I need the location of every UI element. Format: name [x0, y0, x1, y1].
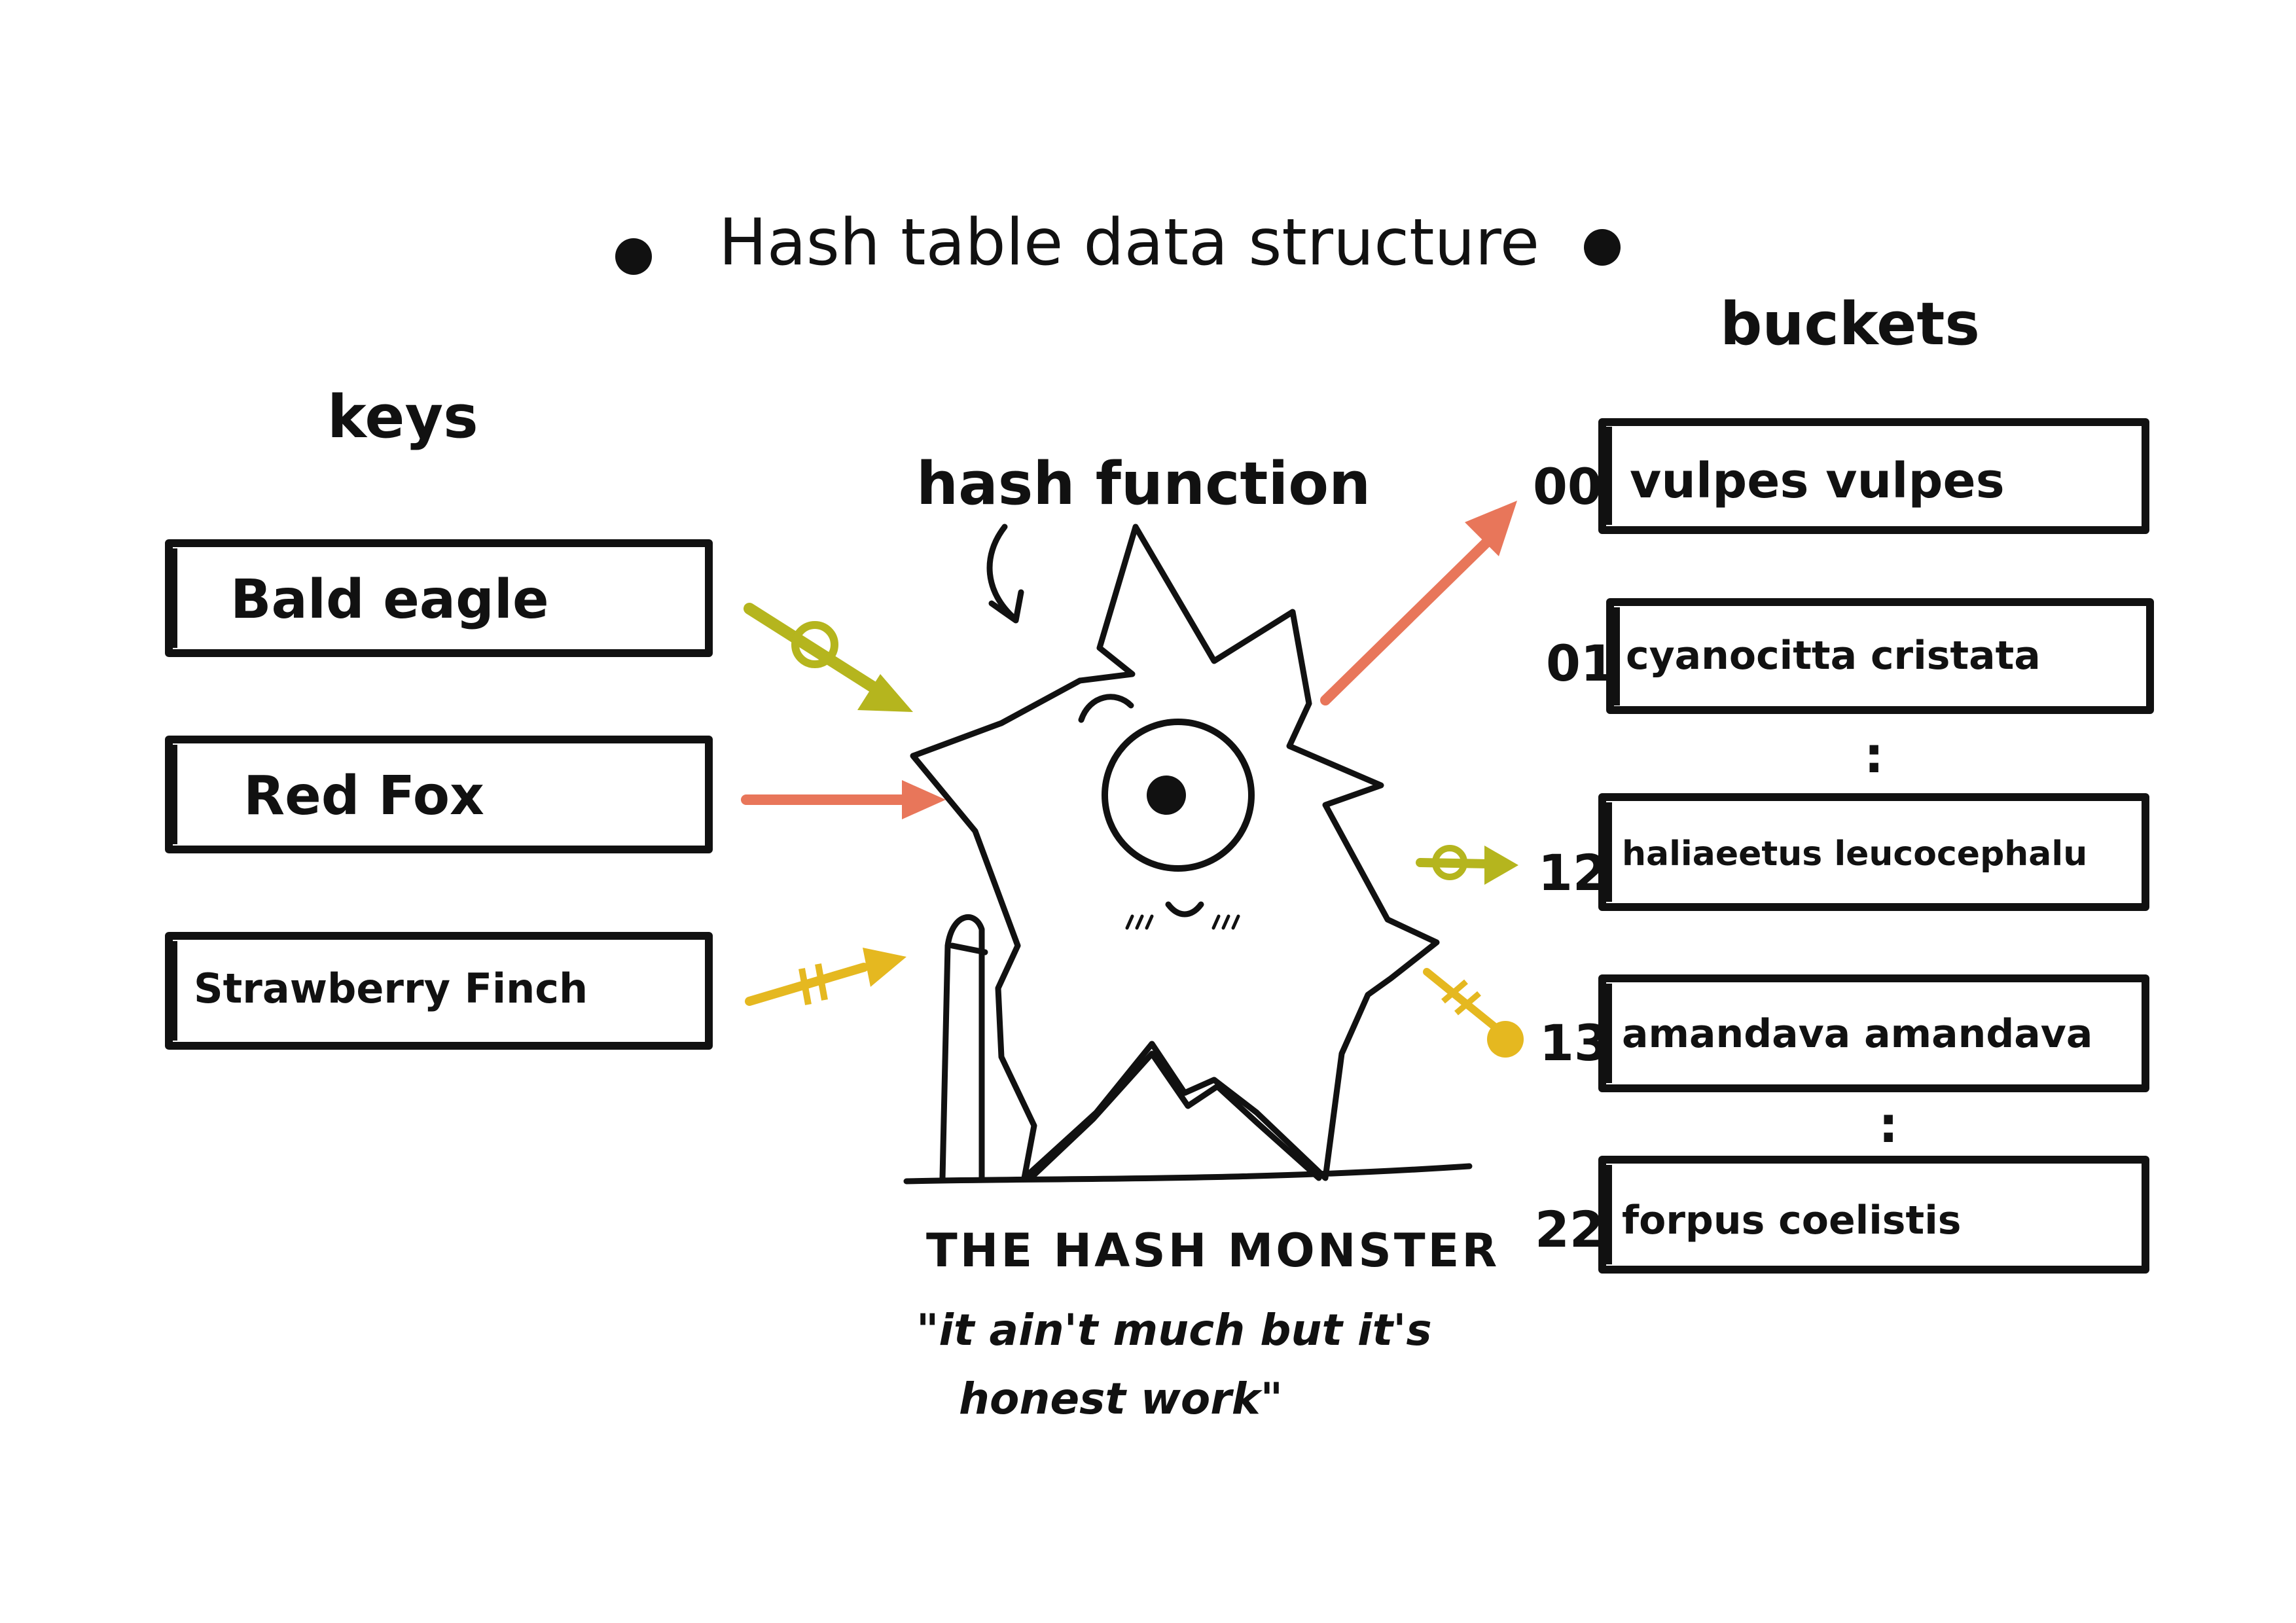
monster-quote-line-2: honest work" [959, 1374, 1283, 1424]
output-arrow-to-00 [1320, 501, 1517, 705]
output-arrow-to-13 [1423, 968, 1524, 1058]
hash-function-label: hash function [916, 450, 1371, 518]
bucket-12: 12 haliaeetus leucocephalu [1538, 793, 2149, 911]
bucket-index: 00 [1533, 457, 1602, 516]
bucket-index: 22 [1535, 1200, 1604, 1258]
hash-monster-icon [903, 524, 1473, 1185]
red-fox-input-arrow [741, 780, 946, 819]
bucket-ellipsis: : [1878, 1096, 1898, 1154]
bucket-value: forpus coelistis [1622, 1198, 1961, 1243]
bucket-value: cyanocitta cristata [1626, 633, 2041, 679]
buckets-label: buckets [1720, 290, 1980, 359]
page-title: Hash table data structure [719, 205, 1539, 280]
key-box-strawberry-finch: Strawberry Finch [165, 932, 713, 1050]
keys-label: keys [327, 383, 478, 452]
key-box-red-fox: Red Fox [165, 736, 713, 853]
finch-input-arrow [745, 948, 906, 1006]
bucket-13: 13 amandava amandava [1539, 974, 2149, 1092]
bucket-ellipsis: : [1864, 726, 1884, 784]
curved-arrow-icon [986, 524, 1024, 624]
key-label: Red Fox [243, 765, 484, 827]
key-box-bald-eagle: Bald eagle [165, 539, 713, 657]
bucket-22: 22 forpus coelistis [1535, 1156, 2149, 1274]
bucket-value: haliaeetus leucocephalu [1622, 834, 2087, 874]
bucket-value: amandava amandava [1622, 1011, 2092, 1057]
bucket-index: 01 [1546, 634, 1615, 692]
output-arrow-to-12 [1416, 845, 1518, 885]
key-label: Strawberry Finch [194, 965, 588, 1012]
bucket-index: 13 [1539, 1014, 1609, 1072]
monster-name: THE HASH MONSTER [926, 1224, 1499, 1277]
bullet-dot-icon [615, 238, 652, 275]
bucket-01: 01 cyanocitta cristata [1546, 598, 2154, 714]
bullet-dot-icon [1584, 229, 1621, 266]
key-label: Bald eagle [230, 569, 549, 631]
monster-quote-line-1: "it ain't much but it's [916, 1305, 1432, 1355]
bald-eagle-input-arrow [744, 603, 913, 712]
bucket-00: 00 vulpes vulpes [1533, 418, 2149, 534]
bucket-index: 12 [1538, 844, 1607, 902]
bucket-value: vulpes vulpes [1630, 453, 2005, 509]
